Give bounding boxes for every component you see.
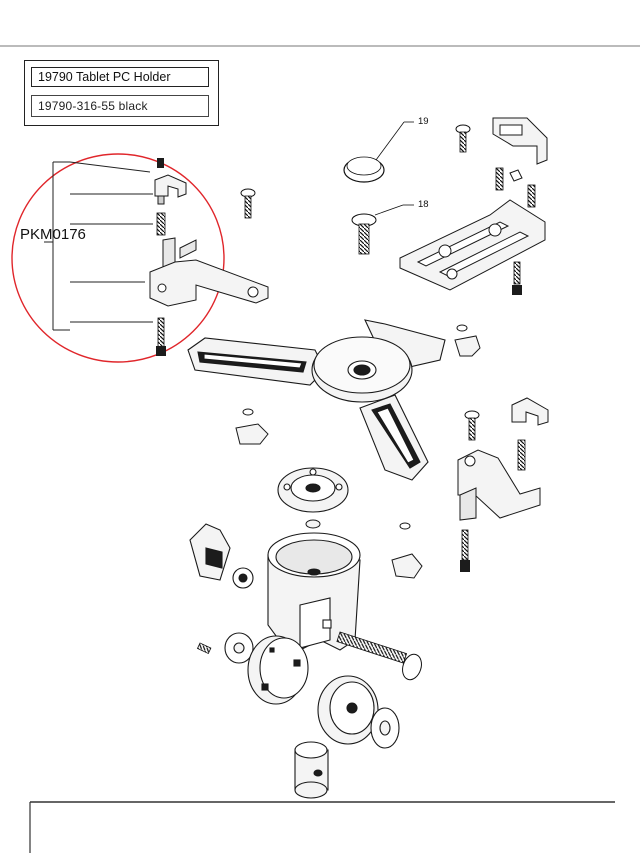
clamp-jaw-right	[511, 397, 549, 471]
callout-leader-19	[375, 121, 405, 161]
arm-bracket-right	[457, 449, 541, 521]
product-title: 19790 Tablet PC Holder	[31, 67, 209, 87]
callout-leader-18	[374, 204, 404, 216]
knob-right-lower	[391, 522, 423, 579]
kit-bracket	[44, 161, 153, 331]
screw-left	[240, 188, 256, 219]
kit-label: PKM0176	[20, 226, 86, 243]
pin	[196, 642, 212, 655]
tri-arm-base	[187, 319, 446, 481]
rotation-disc	[277, 467, 349, 513]
bolt-right-lower	[460, 529, 470, 572]
hub-right	[317, 675, 400, 749]
callout-18: 18	[418, 199, 429, 210]
cap-part-19	[343, 156, 385, 183]
kit-bolt	[156, 317, 166, 356]
friction-drum	[247, 635, 309, 705]
cup-housing	[267, 532, 361, 651]
bottom-cylinder	[294, 741, 329, 799]
kit-set-screw	[157, 158, 164, 168]
part-number: 19790-316-55 black	[31, 95, 209, 117]
kit-highlight-ellipse	[11, 153, 225, 363]
lever-knob-left	[189, 523, 254, 589]
washer-left	[224, 632, 254, 664]
kit-spring	[156, 212, 166, 236]
knob-right-top	[454, 324, 481, 357]
knob-left	[235, 408, 269, 445]
screw-right-lower	[464, 410, 480, 441]
top-clamp-block	[492, 117, 548, 208]
long-bolt	[336, 631, 422, 681]
screw-top-right	[455, 124, 471, 153]
kit-clamp-jaw	[154, 174, 187, 205]
title-block: 19790 Tablet PC Holder 19790-316-55 blac…	[24, 60, 219, 126]
screw-plate	[512, 261, 522, 295]
callout-19: 19	[418, 116, 429, 127]
slide-plate	[399, 199, 546, 291]
kit-arm-bracket	[149, 237, 269, 307]
screw-part-18	[351, 213, 377, 255]
nut-center	[305, 519, 321, 529]
